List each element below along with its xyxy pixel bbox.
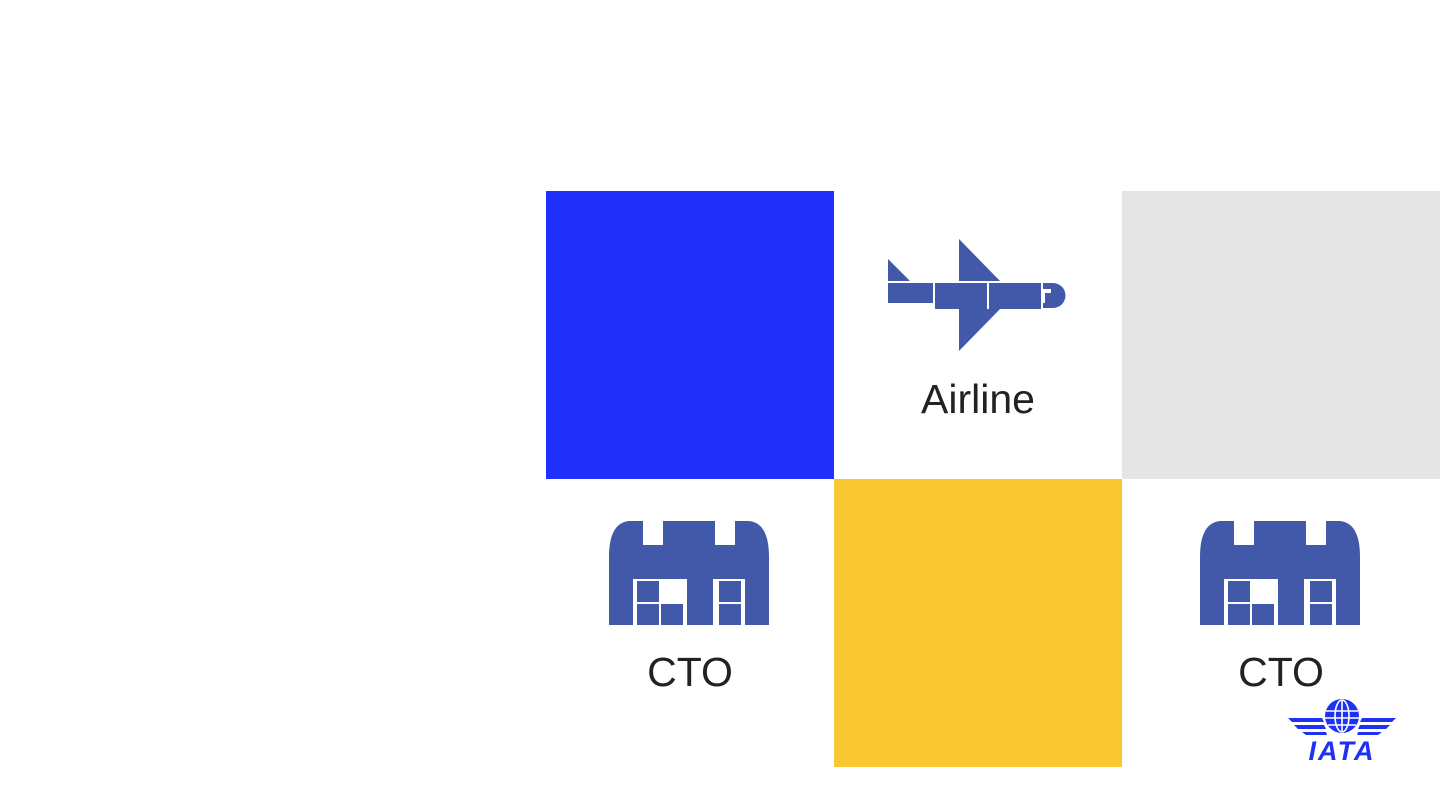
cto-tile-left: CTO xyxy=(546,479,834,767)
airline-tile: Airline xyxy=(834,191,1122,479)
airline-label: Airline xyxy=(921,376,1035,422)
cto-label-left: CTO xyxy=(647,649,733,695)
blue-tile xyxy=(546,191,834,479)
warehouse-icon xyxy=(609,521,769,625)
airplane-icon xyxy=(888,239,1066,351)
cto-tile-right: CTO xyxy=(1122,479,1440,767)
cto-label-right: CTO xyxy=(1238,649,1324,695)
gray-tile xyxy=(1122,191,1440,479)
iata-logo-text: IATA xyxy=(1308,736,1376,766)
yellow-tile xyxy=(834,479,1122,767)
iata-logo: IATA xyxy=(1286,698,1398,768)
globe-wings-icon xyxy=(1288,699,1396,735)
warehouse-icon xyxy=(1200,521,1360,625)
